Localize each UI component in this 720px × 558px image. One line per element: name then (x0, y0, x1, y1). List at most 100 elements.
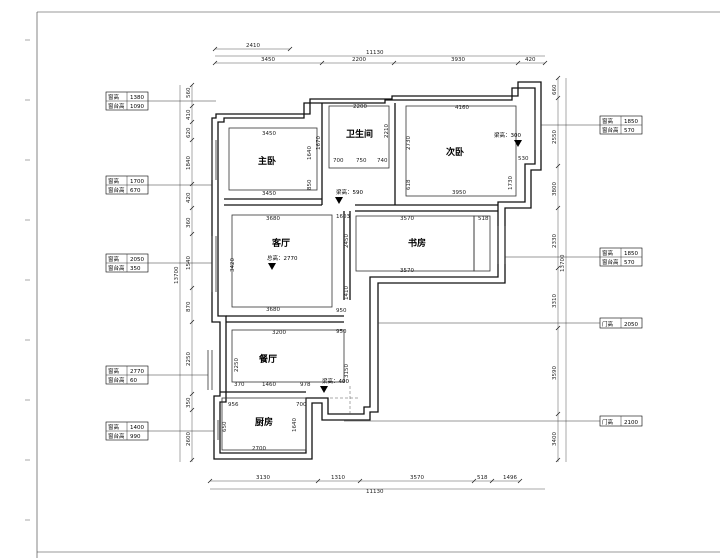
dim-kitchen-1640: 1640 (292, 418, 298, 432)
dim-left-1840: 1840 (186, 156, 192, 170)
door-tag-right-1: 门高 2050 (378, 317, 643, 329)
dim-dining-2250: 2250 (234, 358, 240, 372)
dim-master-850: 850 (307, 179, 313, 190)
dim-top-420: 420 (525, 57, 536, 63)
sheet-frame (25, 11, 720, 558)
dim-bottom-3130: 3130 (256, 475, 270, 481)
room-living: 客厅 (271, 237, 290, 249)
inner-dimensions: 3450 3450 1640 850 1670 2200 700 750 740… (222, 104, 529, 452)
dim-second-618: 618 (406, 179, 412, 190)
dim-left-420: 420 (186, 192, 192, 203)
dim-bottom-total: 11130 (366, 489, 384, 495)
dim-living-top: 3680 (266, 216, 280, 222)
bottom-dimensions: 3130 1310 3570 518 1496 11130 (207, 475, 545, 495)
tag-value: 1700 (130, 179, 144, 185)
tag-label: 窗台高 (602, 126, 619, 134)
dim-master-top: 3450 (262, 131, 276, 137)
note-living-height: 总高：2770 (267, 254, 298, 262)
window-tag-left-1: 窗高 1380 窗台高 1090 (105, 91, 216, 111)
tag-label: 窗台高 (108, 186, 125, 194)
dim-left-560: 560 (186, 87, 192, 98)
room-second-bedroom: 次卧 (446, 146, 464, 158)
tag-value: 60 (130, 378, 137, 384)
dim-top-total: 11130 (366, 50, 384, 56)
top-dimensions: 2410 11130 3450 2200 3930 420 (212, 43, 548, 66)
note-dining-beam: 梁高：400 (322, 377, 349, 385)
dim-top-2200: 2200 (352, 57, 366, 63)
dim-master-side: 1640 (307, 146, 313, 160)
tag-label: 窗高 (108, 177, 120, 185)
dim-study-1410: 1410 (344, 286, 350, 300)
dim-dining-3150: 3150 (344, 364, 350, 378)
dim-top-3450: 3450 (261, 57, 275, 63)
dim-kitchen-700: 700 (296, 402, 307, 408)
dim-left-870: 870 (186, 301, 192, 312)
dim-living-bottom: 3680 (266, 307, 280, 313)
tag-label: 窗高 (108, 423, 120, 431)
dim-top-2410: 2410 (246, 43, 260, 49)
dim-study-top: 3570 (400, 216, 414, 222)
tag-value: 2770 (130, 369, 144, 375)
room-labels: 主卧 卫生间 次卧 客厅 书房 餐厅 厨房 (255, 128, 464, 428)
dim-kitchen-650: 650 (222, 421, 228, 432)
dim-right-3800: 3800 (552, 182, 558, 196)
note-bath-beam: 梁高：590 (336, 188, 363, 196)
dim-left-410: 410 (186, 109, 192, 120)
dim-master-1670: 1670 (316, 136, 322, 150)
tag-label: 窗高 (108, 367, 120, 375)
walls (207, 81, 542, 460)
tag-label: 窗台高 (108, 376, 125, 384)
dim-bath-740: 740 (377, 158, 388, 164)
dim-dining-1460: 1460 (262, 382, 276, 388)
room-bathroom: 卫生间 (346, 128, 373, 140)
left-window-tags: 窗高 1380 窗台高 1090 窗高 1700 窗台高 670 窗高 2050… (105, 91, 216, 441)
tag-value: 1850 (624, 119, 638, 125)
beam-marker-bath (335, 197, 343, 204)
dim-bottom-3570: 3570 (410, 475, 424, 481)
tag-value: 1400 (130, 425, 144, 431)
dim-bath-750: 750 (356, 158, 367, 164)
door-tag-right-2: 门高 2100 (344, 415, 643, 427)
dim-living-3420: 3420 (230, 258, 236, 272)
left-dimensions: 560 410 620 1840 420 360 1540 870 2250 3… (174, 82, 195, 463)
dim-second-1730: 1730 (508, 176, 514, 190)
tag-value: 1850 (624, 251, 638, 257)
tag-value: 570 (624, 260, 635, 266)
dim-right-660: 660 (552, 84, 558, 95)
window-tag-right-2: 窗高 1850 窗台高 570 (505, 247, 643, 267)
dim-left-total: 13700 (174, 266, 180, 284)
tag-label: 门高 (602, 418, 614, 426)
window-tag-left-4: 窗高 2770 窗台高 60 (105, 365, 208, 385)
tag-label: 窗高 (108, 93, 120, 101)
note-second-beam: 梁高：300 (494, 131, 521, 139)
dim-left-2250: 2250 (186, 352, 192, 366)
window-tag-right-1: 窗高 1850 窗台高 570 (541, 115, 643, 135)
dim-right-2550: 2550 (552, 130, 558, 144)
dim-bath-700: 700 (333, 158, 344, 164)
dim-second-2730: 2730 (406, 136, 412, 150)
tag-label: 窗高 (602, 117, 614, 125)
dim-dining-950: 950 (336, 308, 347, 314)
dim-second-530: 530 (518, 156, 529, 162)
dim-living-1603: 1603 (336, 214, 350, 220)
dim-right-2330: 2330 (552, 234, 558, 248)
dim-second-top: 4160 (455, 105, 469, 111)
dim-left-360: 360 (186, 217, 192, 228)
dim-kitchen-2700: 2700 (252, 446, 266, 452)
dim-left-2600: 2600 (186, 432, 192, 446)
dim-second-bottom: 3950 (452, 190, 466, 196)
dim-left-350: 350 (186, 397, 192, 408)
beam-marker-dining (320, 386, 328, 393)
dim-dining-978: 978 (300, 382, 311, 388)
tag-value: 2050 (130, 257, 144, 263)
room-dining: 餐厅 (258, 353, 277, 365)
beam-notes: 梁高：590 梁高：300 梁高：400 总高：2770 (267, 131, 522, 393)
tag-value: 670 (130, 188, 141, 194)
dim-left-620: 620 (186, 127, 192, 138)
tag-label: 窗台高 (108, 264, 125, 272)
frame-ticks (25, 39, 30, 521)
window-tag-left-5: 窗高 1400 窗台高 990 (105, 421, 214, 441)
tag-label: 窗台高 (602, 258, 619, 266)
dim-right-total: 13700 (560, 254, 566, 272)
